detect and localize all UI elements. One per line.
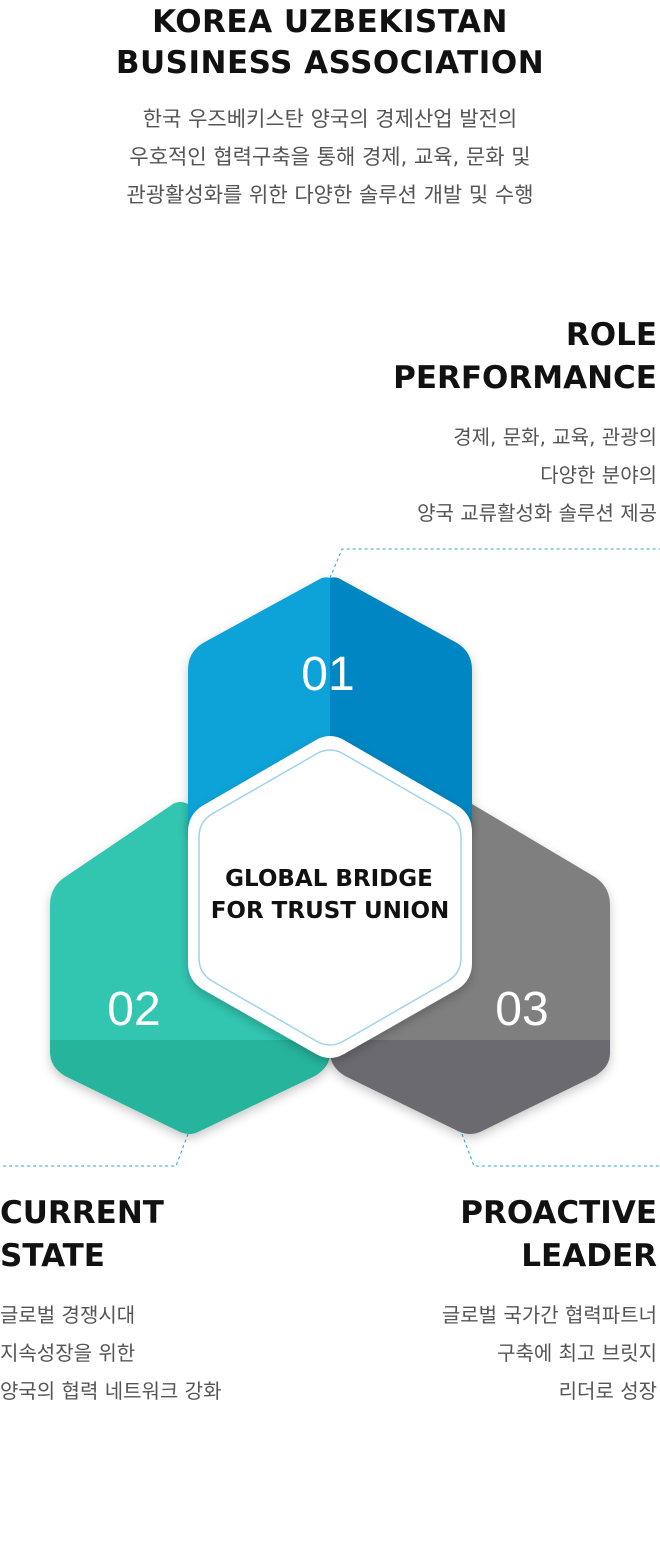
center-label-line-2: FOR TRUST UNION bbox=[211, 898, 450, 924]
connector-line-role bbox=[329, 548, 660, 579]
proactive-leader-title: PROACTIVE LEADER bbox=[337, 1192, 657, 1278]
center-label-line-1: GLOBAL BRIDGE bbox=[225, 866, 433, 892]
current-desc-line-3: 양국의 협력 네트워크 강화 bbox=[0, 1379, 222, 1403]
current-desc-line-2: 지속성장을 위한 bbox=[0, 1341, 136, 1365]
role-desc-line-2: 다양한 분야의 bbox=[540, 463, 657, 487]
current-state-block: CURRENT STATE 글로벌 경쟁시대 지속성장을 위한 양국의 협력 네… bbox=[0, 1192, 320, 1410]
hexagon-03-number: 03 bbox=[495, 983, 548, 1036]
role-performance-title: ROLE PERFORMANCE bbox=[257, 314, 657, 400]
intro-line-3: 관광활성화를 위한 다양한 솔루션 개발 및 수행 bbox=[126, 183, 534, 207]
role-desc-line-3: 양국 교류활성화 솔루션 제공 bbox=[417, 501, 657, 525]
connector-line-proactive bbox=[461, 1133, 660, 1167]
current-title-line-1: CURRENT bbox=[0, 1195, 164, 1231]
role-desc-line-1: 경제, 문화, 교육, 관광의 bbox=[453, 425, 657, 449]
role-title-line-2: PERFORMANCE bbox=[393, 360, 657, 396]
center-hexagon: GLOBAL BRIDGE FOR TRUST UNION bbox=[188, 736, 472, 1058]
connector-line-current bbox=[0, 1133, 189, 1167]
hexagon-03-face-dark bbox=[330, 1040, 610, 1134]
proactive-leader-block: PROACTIVE LEADER 글로벌 국가간 협력파트너 구축에 최고 브릿… bbox=[337, 1192, 657, 1410]
header: KOREA UZBEKISTAN BUSINESS ASSOCIATION 한국… bbox=[0, 0, 660, 214]
proactive-leader-description: 글로벌 국가간 협력파트너 구축에 최고 브릿지 리더로 성장 bbox=[337, 1296, 657, 1410]
hexagon-02-number: 02 bbox=[107, 983, 160, 1036]
page-title: KOREA UZBEKISTAN BUSINESS ASSOCIATION bbox=[0, 0, 660, 84]
proactive-desc-line-3: 리더로 성장 bbox=[558, 1379, 657, 1403]
proactive-title-line-2: LEADER bbox=[521, 1238, 657, 1274]
role-performance-block: ROLE PERFORMANCE 경제, 문화, 교육, 관광의 다양한 분야의… bbox=[257, 314, 657, 532]
intro-line-1: 한국 우즈베키스탄 양국의 경제산업 발전의 bbox=[142, 107, 518, 131]
current-title-line-2: STATE bbox=[0, 1238, 105, 1274]
role-title-line-1: ROLE bbox=[565, 317, 657, 353]
title-line-1: KOREA UZBEKISTAN bbox=[152, 4, 508, 40]
intro-description: 한국 우즈베키스탄 양국의 경제산업 발전의 우호적인 협력구축을 통해 경제,… bbox=[0, 100, 660, 214]
proactive-desc-line-2: 구축에 최고 브릿지 bbox=[497, 1341, 657, 1365]
proactive-title-line-1: PROACTIVE bbox=[460, 1195, 657, 1231]
hexagon-02-face-dark bbox=[50, 1040, 330, 1134]
hexagon-01-number: 01 bbox=[301, 648, 354, 701]
center-hexagon-inner-border bbox=[198, 749, 462, 1046]
current-state-title: CURRENT STATE bbox=[0, 1192, 320, 1278]
proactive-desc-line-1: 글로벌 국가간 협력파트너 bbox=[441, 1303, 657, 1327]
current-state-description: 글로벌 경쟁시대 지속성장을 위한 양국의 협력 네트워크 강화 bbox=[0, 1296, 320, 1410]
title-line-2: BUSINESS ASSOCIATION bbox=[115, 45, 545, 81]
role-performance-description: 경제, 문화, 교육, 관광의 다양한 분야의 양국 교류활성화 솔루션 제공 bbox=[257, 418, 657, 532]
intro-line-2: 우호적인 협력구축을 통해 경제, 교육, 문화 및 bbox=[129, 145, 531, 169]
current-desc-line-1: 글로벌 경쟁시대 bbox=[0, 1303, 136, 1327]
